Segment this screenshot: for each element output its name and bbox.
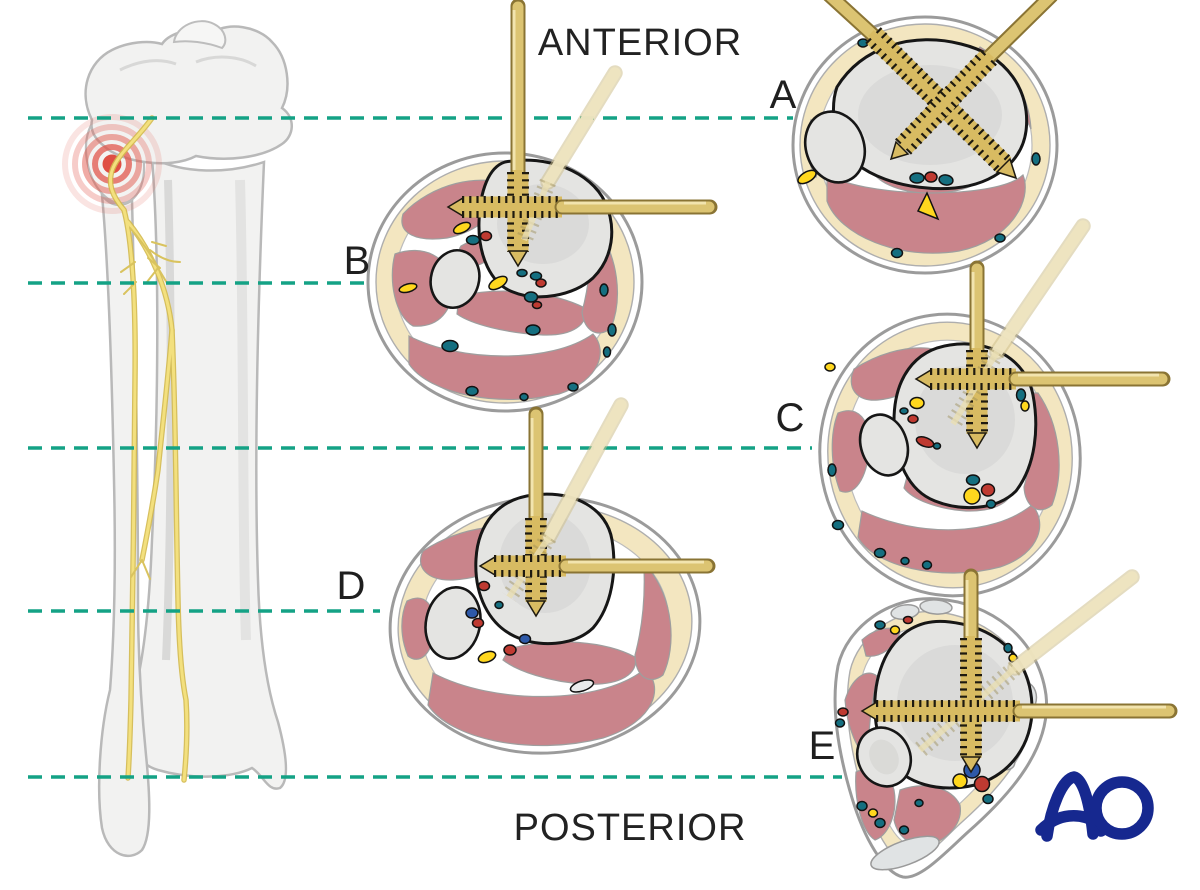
- fibular-head-a: [803, 110, 867, 184]
- section-label-c: C: [776, 396, 805, 440]
- label-posterior: POSTERIOR: [514, 807, 747, 849]
- section-label-b: B: [344, 239, 371, 283]
- level-lines: [28, 116, 842, 779]
- ao-logo: AO: [1035, 771, 1154, 842]
- cross-section-e: [833, 568, 1178, 879]
- peroneal-nerve: [107, 115, 190, 783]
- fibula-d: [424, 586, 482, 660]
- pin-horizontal-e: [860, 700, 1178, 722]
- section-label-a: A: [770, 73, 797, 117]
- cross-section-b: [366, 0, 718, 413]
- fibula-c: [858, 413, 910, 477]
- label-anterior: ANTERIOR: [538, 22, 742, 64]
- pin-horizontal-d: [478, 555, 716, 577]
- vessels-d: [465, 580, 595, 693]
- pin-vertical-d: [525, 406, 547, 618]
- tibial-plateau: [84, 25, 293, 165]
- pin-vertical-e: [960, 568, 982, 774]
- vessels-c: [824, 362, 1030, 570]
- pin-horizontal-c: [914, 368, 1171, 390]
- vessels-e: [834, 615, 1018, 835]
- leg-overview: [62, 20, 293, 858]
- vessels-b: [398, 221, 617, 402]
- screw-right-a: [889, 0, 1058, 161]
- cross-section-c: [818, 218, 1171, 598]
- ao-logo-letter-a: [1041, 771, 1099, 842]
- section-label-d: D: [337, 564, 366, 608]
- cross-section-d: [388, 397, 716, 755]
- section-label-e: E: [809, 724, 836, 768]
- pin-horizontal-b: [446, 196, 718, 218]
- ao-logo-letter-o: [1090, 776, 1154, 840]
- pin-vertical-c: [966, 260, 988, 450]
- vessels-a: [797, 38, 1041, 259]
- cross-section-a: [791, 0, 1059, 275]
- fibula-b: [429, 249, 481, 309]
